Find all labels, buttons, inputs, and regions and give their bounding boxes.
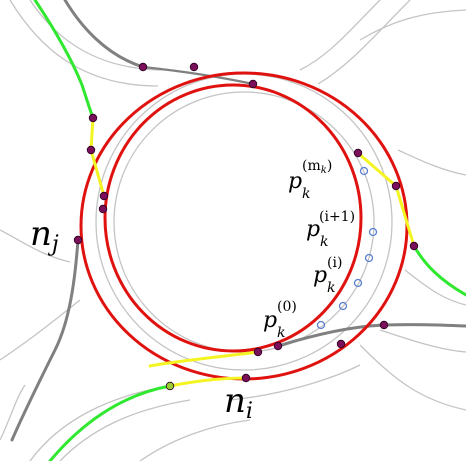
sample-points <box>316 166 378 330</box>
node-left-4 <box>98 204 108 214</box>
node-bottom-right-1 <box>379 320 389 330</box>
green-lane-top-left <box>33 0 95 120</box>
connector-bottom-outer <box>148 350 260 368</box>
road-edge-bottom-2 <box>139 419 251 461</box>
connectors <box>89 116 416 388</box>
p-i1-base: p <box>306 217 320 242</box>
label-n-i: ni <box>224 381 253 424</box>
label-p-k-mk: p k (mk) <box>288 158 332 202</box>
p-mk-sub: k <box>302 186 310 202</box>
p-i1-sup: (i+1) <box>319 209 355 225</box>
p-i-sub: k <box>327 280 335 296</box>
road-edge-right-2 <box>404 269 466 306</box>
road-edge-top-right-2 <box>317 0 411 85</box>
ring-lanes <box>79 71 409 381</box>
node-right-3 <box>409 241 419 251</box>
p-mk-sup: (m <box>302 158 321 174</box>
sample-point-i1 <box>368 227 378 237</box>
p-i-sup: (i) <box>327 255 342 271</box>
node-bottom-left-green <box>165 381 175 391</box>
road-edge-bottom-left <box>29 384 176 461</box>
gray-lane-top <box>63 0 145 69</box>
graph-nodes <box>73 62 419 383</box>
road-edge-right-4 <box>359 344 466 411</box>
node-right-2 <box>391 181 401 191</box>
road-edge-top-left-2 <box>9 0 159 87</box>
road-edge-bottom-3 <box>0 384 26 441</box>
node-top-3 <box>248 79 258 89</box>
road-edge-left <box>0 229 71 263</box>
p-mk-base: p <box>288 169 302 194</box>
p-i1-sub: k <box>320 234 328 250</box>
p-i-base: p <box>313 263 327 288</box>
node-top-2 <box>189 62 199 72</box>
p-0-sup: (0) <box>277 299 297 315</box>
p-0-base: p <box>263 308 277 333</box>
gray-lanes <box>10 0 466 442</box>
road-edge-top-left <box>29 0 166 71</box>
svg-text:ni: ni <box>224 381 253 424</box>
p-mk-sup-close: ) <box>327 158 332 174</box>
node-top-1 <box>138 62 148 72</box>
road-edge-top-right <box>299 0 381 71</box>
node-bottom-right-2 <box>336 339 346 349</box>
label-p-k-i1: p k (i+1) <box>306 209 355 250</box>
sample-point-a <box>364 253 374 263</box>
node-left-2 <box>86 145 96 155</box>
node-nj <box>73 235 83 245</box>
sample-point-0 <box>316 320 326 330</box>
green-lane-right <box>412 244 466 297</box>
road-edge-bottom-left-2 <box>59 399 191 461</box>
p-mk-sup-sub: k <box>321 165 327 176</box>
node-left-3 <box>99 191 109 201</box>
node-bottom-1 <box>273 341 283 351</box>
sample-point-mk <box>359 166 369 176</box>
road-edge-right-3 <box>379 329 466 353</box>
green-lanes <box>33 0 466 461</box>
connector-bottom-node <box>168 376 248 388</box>
gray-lane-left <box>10 238 80 442</box>
node-left-1 <box>88 113 98 123</box>
label-p-k-i: p k (i) <box>313 255 342 296</box>
label-n-j: nj <box>30 214 59 257</box>
gray-lane-top-connector <box>141 65 255 86</box>
road-edge-left-2 <box>0 299 81 361</box>
svg-text:nj: nj <box>30 214 59 257</box>
node-bottom-2 <box>253 347 263 357</box>
inner-ring-lane <box>103 83 363 353</box>
outer-ring-lane <box>79 71 409 381</box>
n-i-base: n <box>224 381 246 421</box>
node-bottom-ni <box>241 373 251 383</box>
node-right-1 <box>353 148 363 158</box>
green-lane-bottom-left <box>48 384 172 461</box>
road-edge-right <box>397 149 466 176</box>
road-edge-top-right-3 <box>359 9 466 41</box>
svg-text:(mk): (mk) <box>302 158 332 176</box>
sample-point-b <box>338 301 348 311</box>
p-0-sub: k <box>277 325 285 341</box>
label-p-k-0: p k (0) <box>263 299 297 341</box>
n-j-base: n <box>30 214 52 254</box>
sample-point-i <box>353 278 363 288</box>
n-i-sub: i <box>246 399 253 424</box>
road-edge-bottom <box>229 364 361 401</box>
